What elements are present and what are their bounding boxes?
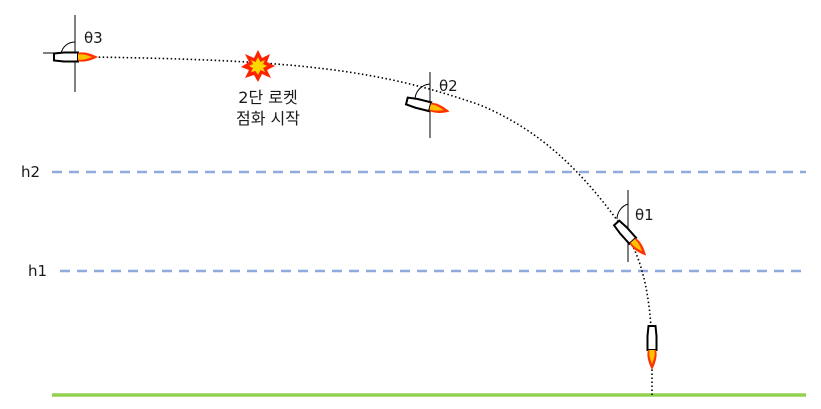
angle-label-theta2: θ2 [439,77,458,95]
ignition-note-line2: 점화 시작 [236,109,300,128]
angle-label-theta3: θ3 [84,29,103,47]
trajectory-path [89,56,653,395]
rocket-icon-theta2 [404,95,452,118]
altitude-label-h1: h1 [28,262,48,280]
explosion-burst-icon [241,50,275,82]
ignition-note-line1: 2단 로켓 [238,88,298,107]
angle-label-theta1: θ1 [635,206,654,224]
altitude-label-h2: h2 [21,163,41,181]
ignition-note: 2단 로켓 점화 시작 [218,87,318,129]
rocket-icon-theta3 [53,51,99,63]
angle-arc-theta1 [616,203,629,220]
rocket-icon-theta1 [612,218,651,260]
rocket-icon-launch [646,325,658,371]
